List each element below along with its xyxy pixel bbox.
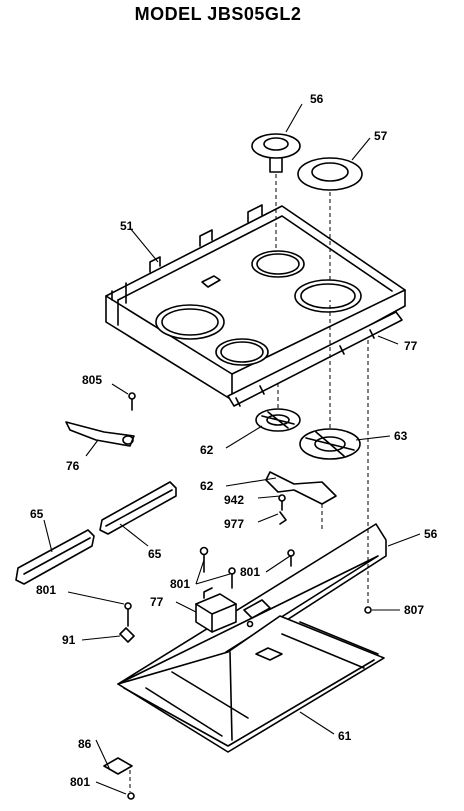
callout-56-burner-cap: 56 — [310, 92, 324, 106]
callout-805-screw: 805 — [82, 373, 103, 387]
clip-and-screw — [65, 392, 136, 447]
callout-977: 977 — [224, 517, 245, 531]
base-panel — [117, 523, 387, 753]
callout-65-left-strip: 65 — [30, 507, 44, 521]
callout-801-center: 801 — [170, 577, 191, 591]
callout-77-right: 77 — [404, 339, 418, 353]
callout-57-burner-cap: 57 — [374, 129, 388, 143]
callout-86: 86 — [78, 737, 92, 751]
callout-807-screw: 807 — [404, 603, 425, 617]
callout-56-right: 56 — [424, 527, 438, 541]
callout-76-clip: 76 — [66, 459, 80, 473]
callout-63-drip-pan: 63 — [394, 429, 408, 443]
screws — [103, 340, 372, 800]
callout-942: 942 — [224, 493, 245, 507]
callout-801-right: 801 — [240, 565, 261, 579]
callout-91: 91 — [62, 633, 76, 647]
drip-pans — [255, 300, 361, 460]
callout-61-base: 61 — [338, 729, 352, 743]
cooktop-assembly — [105, 204, 406, 407]
callout-77-box: 77 — [150, 595, 164, 609]
burner-caps — [251, 133, 363, 282]
leader-lines — [43, 103, 421, 795]
side-trim-strips — [15, 481, 177, 585]
callout-801-bottom: 801 — [70, 775, 91, 789]
callout-62-bracket: 62 — [200, 479, 214, 493]
diagram-title: MODEL JBS05GL2 — [134, 4, 302, 24]
callout-801-left: 801 — [36, 583, 57, 597]
callout-62-drip-pan: 62 — [200, 443, 214, 457]
bracket-assembly — [265, 471, 337, 532]
callout-65-right-strip: 65 — [148, 547, 162, 561]
callout-51-cooktop: 51 — [120, 219, 134, 233]
